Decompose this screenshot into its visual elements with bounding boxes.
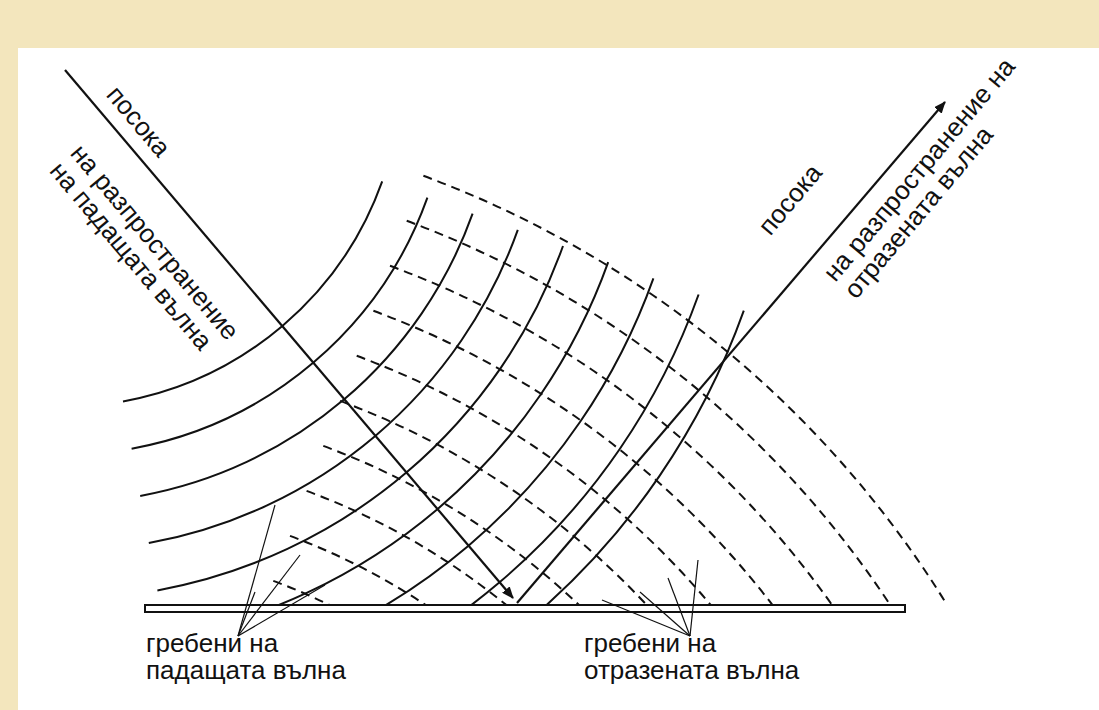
incident-crest xyxy=(175,278,654,604)
leader-line xyxy=(238,555,300,636)
leader-line xyxy=(238,505,275,636)
leader-line xyxy=(238,585,325,636)
reflected-crest xyxy=(390,266,882,604)
incident-crest xyxy=(192,311,744,604)
reflected-crest xyxy=(340,401,757,604)
reflected-crest xyxy=(357,356,799,604)
leader-line xyxy=(690,560,698,636)
reflected-ray xyxy=(517,102,945,603)
crest-label: гребени на отразената вълна xyxy=(584,630,833,685)
reflected-crest xyxy=(273,581,590,604)
reflected-crest xyxy=(323,446,715,604)
crest-label: гребени на падащата вълна xyxy=(146,630,384,685)
leader-line xyxy=(668,578,690,636)
incident-ray xyxy=(65,70,513,598)
reflected-crest xyxy=(307,491,674,604)
